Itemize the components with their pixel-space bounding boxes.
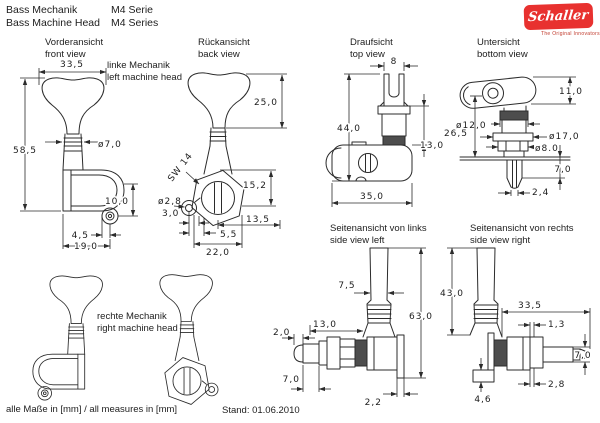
dim-back-slot-offset: 5,5: [220, 230, 237, 240]
label-side-right-de: Seitenansicht von rechts: [470, 223, 574, 234]
dim-top-slot-width: 8: [391, 57, 398, 67]
dim-back-hole-offset: 3,0: [162, 209, 179, 219]
dim-bottom-post-length: 7,0: [554, 165, 571, 175]
front-view-drawing: 33,5 58,5 ø7,0 10,0 4,5 19,0: [11, 59, 138, 254]
dim-sl-plate-thickness: 2,2: [365, 398, 382, 408]
label-back-de: Rückansicht: [198, 37, 250, 48]
dim-back-overall-width: 22,0: [206, 248, 230, 258]
label-back-en: back view: [198, 49, 240, 60]
series-de: M4 Serie: [111, 4, 154, 16]
series-title: M4 Serie M4 Series: [111, 4, 158, 30]
dim-front-base-width: 19,0: [74, 242, 98, 252]
dim-front-shaft-dia: ø7,0: [98, 140, 122, 150]
dim-sl-overall-height: 63,0: [409, 312, 433, 322]
label-top-de: Draufsicht: [350, 37, 393, 48]
dim-back-center-offset: 13,5: [246, 215, 270, 225]
back-view-drawing: 25,0 SW 14 15,2 ø2,8 3,0 5,5 13,5 22,0: [157, 72, 287, 260]
units-note: alle Maße in [mm] / all measures in [mm]: [6, 404, 178, 415]
dim-back-wrench-size: SW 14: [166, 151, 195, 184]
dim-top-collar-height: 13,0: [420, 141, 444, 151]
label-front-view: Vorderansicht front view: [45, 37, 103, 61]
dim-sl-shaft-dia: 7,5: [338, 281, 355, 291]
dim-top-housing-width: 35,0: [360, 192, 384, 202]
dim-front-housing: 10,0: [105, 197, 129, 207]
product-title-en: Bass Machine Head: [6, 17, 100, 29]
label-right-mech-en: right machine head: [97, 323, 178, 334]
dim-bottom-tip-dia: 2,4: [532, 188, 549, 198]
dim-front-height: 58,5: [13, 146, 37, 156]
dim-sr-plate-thickness: 1,3: [548, 320, 565, 330]
machine-head-back-shape: [181, 72, 251, 227]
label-left-mech-en: left machine head: [107, 72, 182, 83]
right-head-back-drawing: [159, 274, 219, 409]
label-bottom-de: Untersicht: [477, 37, 520, 48]
dim-back-button-height: 25,0: [254, 98, 278, 108]
label-bottom-view: Untersicht bottom view: [477, 37, 528, 61]
side-view-right-drawing: 43,0 33,5 1,3 7,0 2,8 4,6: [438, 247, 592, 407]
dim-bottom-overall-height: 26,5: [444, 129, 468, 139]
dim-front-ear-offset: 4,5: [72, 231, 89, 241]
dim-bottom-post-dia: ø8.0: [535, 144, 559, 154]
dim-back-hole-dia: ø2,8: [158, 197, 182, 207]
label-side-left-de: Seitenansicht von links: [330, 223, 427, 234]
machine-head-front-shape: [41, 77, 125, 225]
label-front-de: Vorderansicht: [45, 37, 104, 48]
dim-bottom-lever-height: 11,0: [559, 87, 583, 97]
label-side-right: Seitenansicht von rechts side view right: [470, 223, 574, 247]
label-back-view: Rückansicht back view: [198, 37, 250, 61]
label-right-mech-de: rechte Mechanik: [97, 311, 167, 322]
dim-back-nut-height: 15,2: [243, 181, 267, 191]
dim-sr-tip-dia: 2,8: [548, 380, 565, 390]
series-en: M4 Series: [111, 17, 159, 29]
label-side-left: Seitenansicht von links side view left: [330, 223, 427, 247]
dim-sl-knob-dia: 7,0: [283, 375, 300, 385]
label-right-mechanism: rechte Mechanik right machine head: [97, 311, 178, 335]
dim-sl-collar-width: 13,0: [313, 320, 337, 330]
side-view-left-drawing: 7,5 13,0 2,0 63,0 7,0 2,2: [272, 247, 434, 410]
top-view-drawing: 8 44,0 13,0 35,0: [325, 56, 445, 207]
dim-sr-overall-width: 33,5: [518, 301, 542, 311]
product-title: Bass Mechanik Bass Machine Head: [6, 4, 100, 30]
label-left-mechanism: linke Mechanik left machine head: [107, 60, 182, 84]
dim-sr-foot-height: 4,6: [474, 395, 491, 405]
dim-sr-post-dia: 7,0: [574, 351, 591, 361]
dim-bottom-bushing-dia: ø12,0: [456, 121, 487, 131]
label-side-right-en: side view right: [470, 235, 531, 246]
label-left-mech-de: linke Mechanik: [107, 60, 170, 71]
bottom-view-drawing: 11,0 ø12,0 ø17,0 ø8.0 26,5 7,0 2,4: [442, 76, 584, 200]
label-bottom-en: bottom view: [477, 49, 528, 60]
dim-sl-tip-length: 2,0: [273, 328, 290, 338]
label-front-en: front view: [45, 49, 86, 60]
label-side-left-en: side view left: [330, 235, 385, 246]
right-head-front-drawing: [32, 275, 103, 401]
revision-date: Stand: 01.06.2010: [222, 405, 300, 416]
label-top-view: Draufsicht top view: [350, 37, 393, 61]
dim-sr-button-height: 43,0: [440, 289, 464, 299]
brand-tagline: The Original Innovators: [541, 31, 600, 37]
label-top-en: top view: [350, 49, 385, 60]
dim-front-width: 33,5: [60, 60, 84, 70]
dim-top-overall-height: 44,0: [337, 124, 361, 134]
dim-bottom-flange-dia: ø17,0: [549, 132, 580, 142]
product-title-de: Bass Mechanik: [6, 4, 78, 16]
